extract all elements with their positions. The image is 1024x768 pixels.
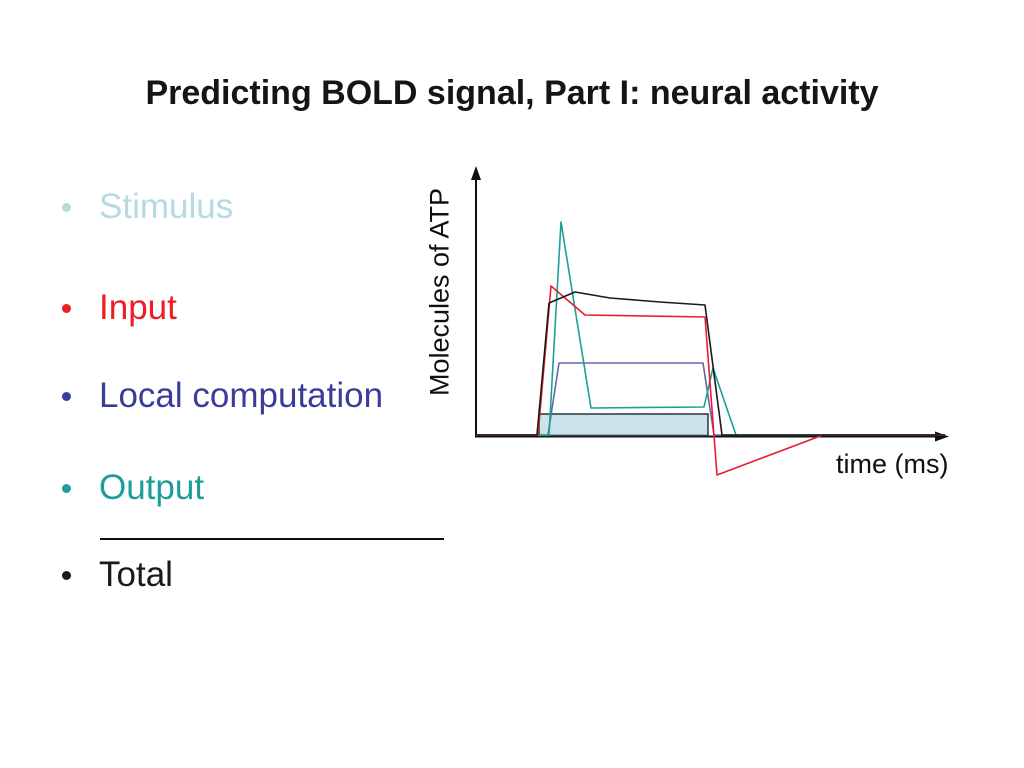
y-axis-arrow-icon [471,166,481,180]
bullet-dot-icon [62,303,71,313]
stimulus-box [538,413,709,437]
bullet-label: Output [99,468,205,507]
bullet-dot-icon [62,391,71,401]
x-axis-arrow-icon [935,431,949,442]
divider-line [100,538,444,540]
bullet-dot-icon [62,483,71,493]
bullet-label: Total [99,555,173,594]
bullet-item-local-computation: Local computation [62,374,383,418]
bullet-item-output: Output [62,466,204,510]
atp-chart [471,166,949,476]
series-total [476,291,945,436]
series-input [476,285,945,476]
slide-title: Predicting BOLD signal, Part I: neural a… [145,74,879,112]
bullet-item-stimulus: Stimulus [62,185,233,229]
bullet-item-total: Total [62,553,173,597]
bullet-dot-icon [62,202,71,212]
bullet-label: Local computation [99,376,384,415]
bullet-dot-icon [62,570,71,580]
chart-series-group [476,221,945,476]
bullet-item-input: Input [62,286,177,330]
bullet-label: Input [99,288,177,327]
chart-x-axis-label: time (ms) [836,449,949,479]
bullet-label: Stimulus [99,187,234,226]
series-output [476,221,945,436]
